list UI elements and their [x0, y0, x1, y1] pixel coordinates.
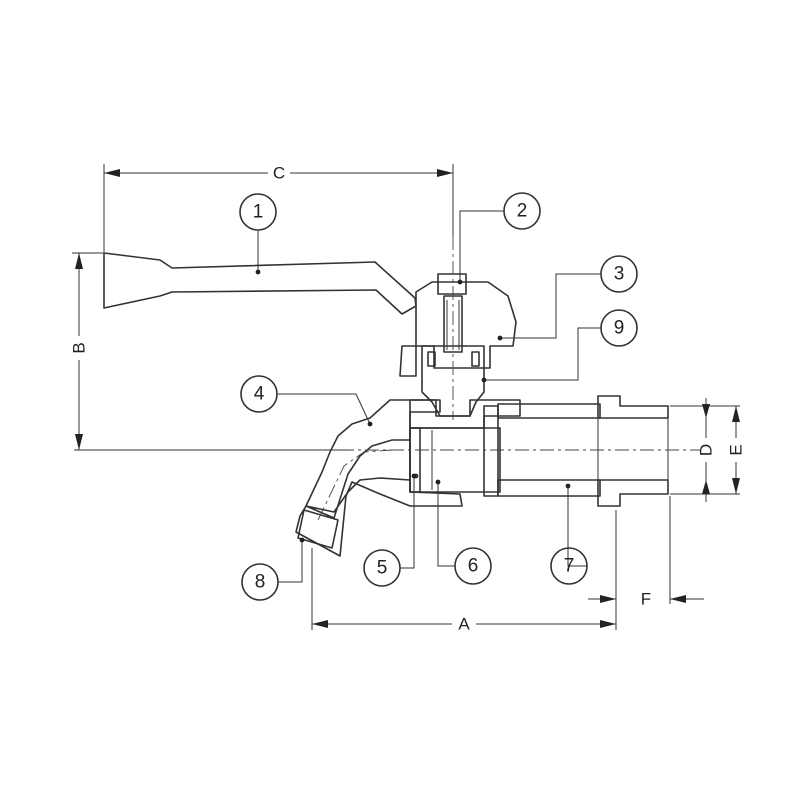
balloon-1-label: 1 — [253, 202, 264, 223]
balloon-1: 1 — [239, 193, 277, 231]
balloon-9: 9 — [600, 309, 638, 347]
balloon-8-label: 8 — [255, 572, 266, 593]
outlet-nozzle — [297, 509, 339, 549]
balloon-7: 7 — [550, 547, 588, 585]
dimension-c: C — [103, 164, 454, 252]
dimension-f: F — [588, 496, 704, 609]
dimension-f-label: F — [641, 590, 651, 609]
balloon-6: 6 — [454, 547, 492, 585]
dimension-d-label: D — [697, 444, 716, 456]
balloon-4: 4 — [240, 375, 278, 413]
leader-lines — [255, 210, 601, 583]
union-nut — [597, 395, 669, 507]
balloon-3-label: 3 — [614, 264, 625, 285]
valve-body — [295, 399, 521, 557]
dimension-b-label: B — [70, 342, 89, 353]
centerlines — [317, 236, 700, 521]
handle-cap — [399, 273, 517, 377]
balloon-7-label: 7 — [564, 556, 575, 577]
handle-lever — [103, 252, 417, 315]
balloon-5: 5 — [363, 549, 401, 587]
dimension-e: E — [727, 406, 746, 494]
dimension-e-label: E — [727, 444, 746, 455]
balloon-9-label: 9 — [614, 318, 625, 339]
balloon-3: 3 — [600, 255, 638, 293]
balloon-2: 2 — [503, 192, 541, 230]
ball-seat — [409, 405, 501, 497]
balloon-6-label: 6 — [468, 556, 479, 577]
dimension-d: D — [670, 398, 740, 502]
balloon-5-label: 5 — [377, 558, 388, 579]
dimension-a-label: A — [458, 615, 470, 634]
balloon-2-label: 2 — [517, 201, 528, 222]
dimension-a: A — [311, 510, 617, 634]
dimension-c-label: C — [273, 164, 285, 183]
balloon-8: 8 — [241, 563, 279, 601]
balloon-4-label: 4 — [254, 384, 265, 405]
dimension-b: B — [70, 252, 350, 451]
